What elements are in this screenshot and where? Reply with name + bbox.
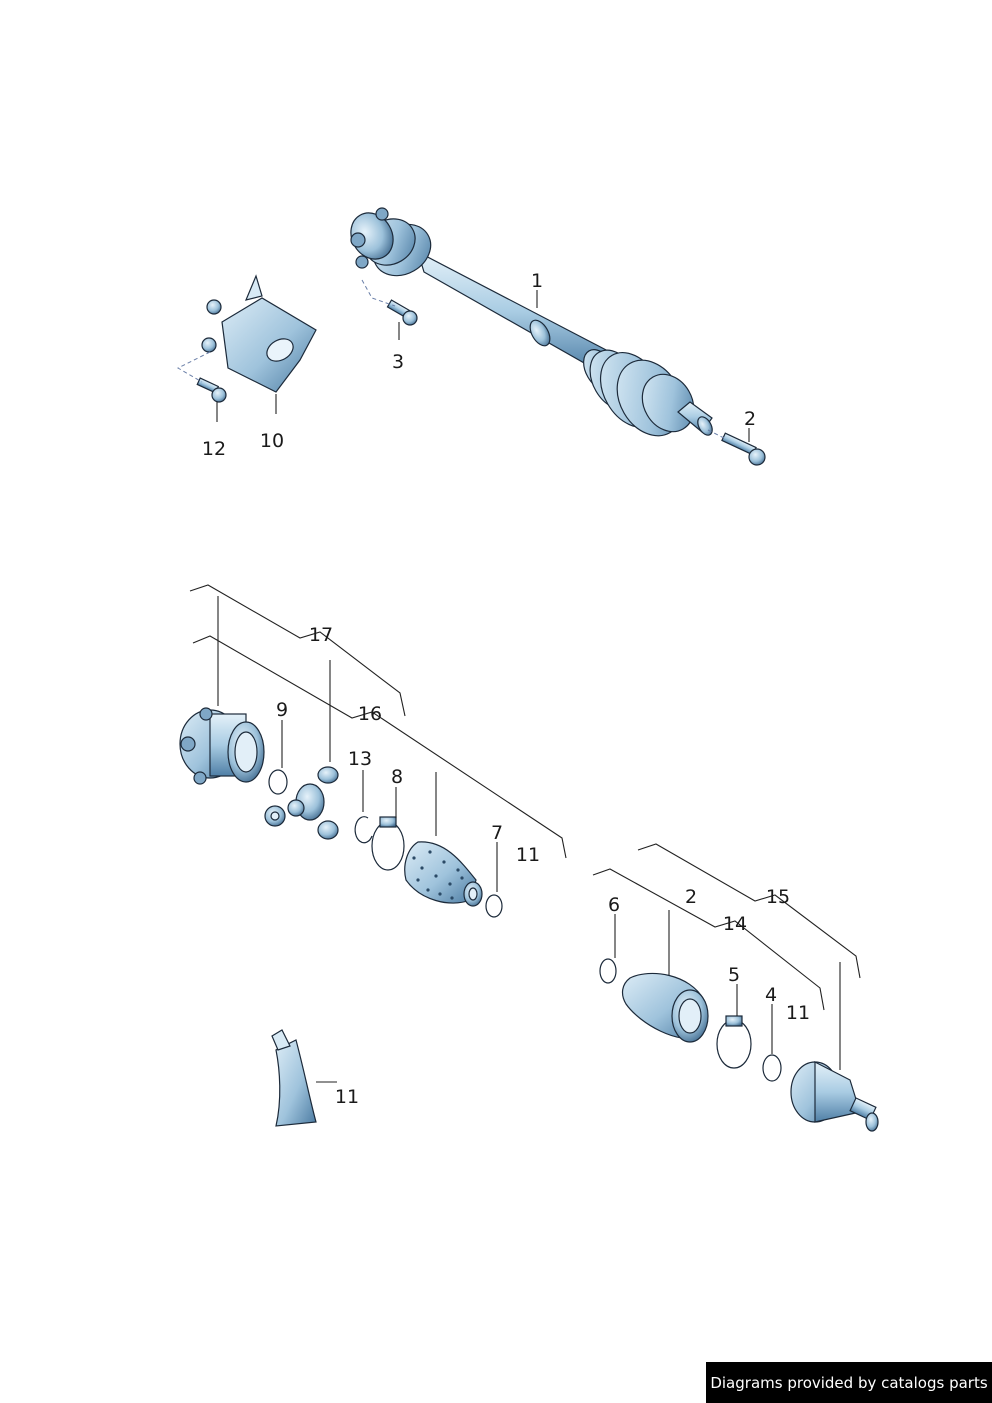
credit-banner: Diagrams provided by catalogs parts (706, 1362, 992, 1403)
boot-perforation-dot (456, 868, 460, 872)
callout-15: 15 (766, 886, 790, 908)
boot-perforation-dot (428, 850, 432, 854)
callout-6: 6 (608, 894, 620, 916)
grease-tube-11-icon (271, 1029, 317, 1127)
callout-1: 1 (531, 270, 543, 292)
callout-3: 3 (392, 351, 404, 373)
callout-2-top: 2 (744, 408, 756, 430)
callout-17: 17 (309, 624, 333, 646)
boot-perforation-dot (420, 866, 424, 870)
callout-16: 16 (358, 703, 382, 725)
boot-perforation-dot (426, 888, 430, 892)
tripod-spider-icon (264, 766, 339, 840)
circlip-9-icon (268, 769, 288, 795)
callout-9: 9 (276, 699, 288, 721)
callout-11-outer: 11 (786, 1002, 810, 1024)
clamp-7-icon (485, 894, 503, 918)
bolt-12-icon (196, 377, 227, 403)
callout-10: 10 (260, 430, 284, 452)
bolt-2-icon (721, 432, 766, 466)
clamp-6-icon (599, 958, 617, 984)
boot-perforation-dot (442, 860, 446, 864)
callout-13: 13 (348, 748, 372, 770)
callout-5: 5 (728, 964, 740, 986)
callout-7: 7 (491, 822, 503, 844)
boot-perforation-dot (450, 896, 454, 900)
heat-shield-10-icon (201, 274, 317, 393)
joint-housing-icon (179, 707, 265, 785)
inner-boot-icon (404, 841, 483, 907)
callout-8: 8 (391, 766, 403, 788)
boot-perforation-dot (412, 856, 416, 860)
boot-perforation-dot (460, 876, 464, 880)
callout-2-outer: 2 (685, 886, 697, 908)
callout-14: 14 (723, 913, 747, 935)
outer-cv-joint-icon (790, 1061, 879, 1132)
boot-perforation-dot (416, 878, 420, 882)
outer-boot-icon (621, 972, 709, 1043)
clamp-5-icon (716, 1015, 752, 1069)
circlip-4-icon (762, 1054, 782, 1082)
bolt-3-icon (386, 299, 418, 326)
boot-perforation-dot (448, 882, 452, 886)
callout-11-inner: 11 (516, 844, 540, 866)
circlip-13-icon (354, 816, 373, 844)
drive-shaft-assembly (350, 207, 713, 437)
callout-11-grease: 11 (335, 1086, 359, 1108)
callout-12: 12 (202, 438, 226, 460)
callout-4: 4 (765, 984, 777, 1006)
boot-perforation-dot (438, 892, 442, 896)
clamp-8-icon (371, 816, 405, 871)
boot-perforation-dot (434, 874, 438, 878)
